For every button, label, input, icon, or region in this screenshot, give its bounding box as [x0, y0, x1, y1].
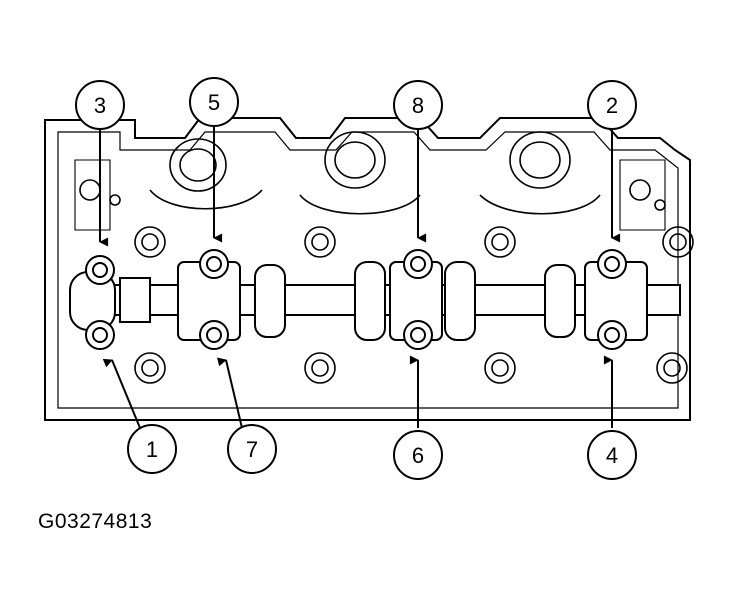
callout-3: 3 [75, 80, 125, 130]
callout-2: 2 [587, 80, 637, 130]
cylinder-head-outline [44, 117, 691, 421]
callout-label: 3 [94, 93, 106, 118]
callout-4: 4 [587, 430, 637, 480]
callout-label: 1 [146, 437, 158, 462]
head-bolts [134, 226, 694, 384]
callout-1: 1 [127, 424, 177, 474]
callout-label: 2 [606, 93, 618, 118]
leader-lines [99, 122, 621, 429]
callout-label: 6 [412, 443, 424, 468]
callout-label: 4 [606, 443, 618, 468]
callout-label: 8 [412, 93, 424, 118]
callout-5: 5 [189, 77, 239, 127]
callout-label: 7 [246, 437, 258, 462]
intake-ports [74, 131, 666, 231]
figure-id: G03274813 [38, 510, 153, 533]
callout-7: 7 [227, 424, 277, 474]
callout-8: 8 [393, 80, 443, 130]
bearing-cap-bolts [85, 249, 627, 350]
callout-6: 6 [393, 430, 443, 480]
callout-label: 5 [208, 90, 220, 115]
camshaft [69, 261, 681, 341]
